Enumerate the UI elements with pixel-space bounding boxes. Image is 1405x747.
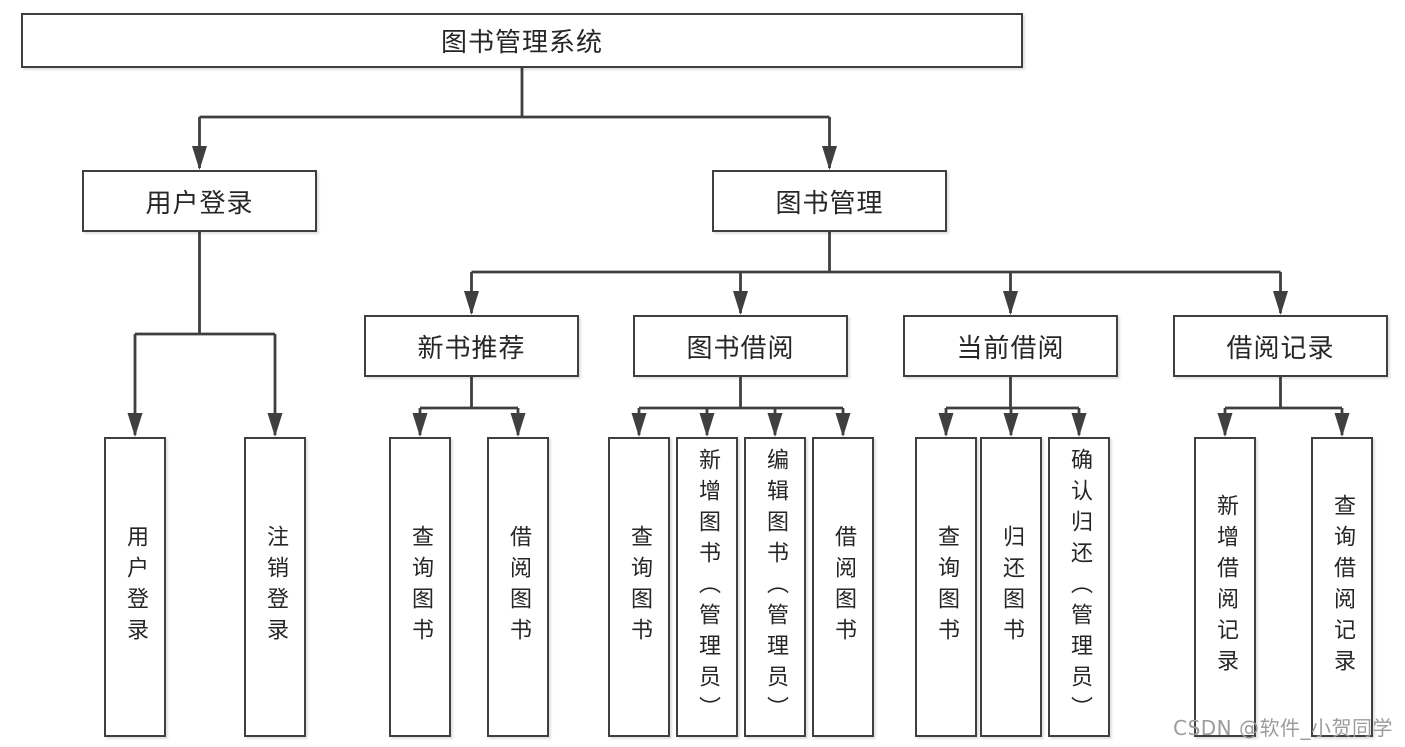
arrowhead-icon xyxy=(1273,291,1288,315)
arrowhead-icon xyxy=(1003,291,1018,315)
arrowhead-icon xyxy=(835,413,851,437)
connector-records-to-leaves xyxy=(1223,377,1344,435)
arrowhead-icon xyxy=(699,413,715,437)
arrowhead-icon xyxy=(1003,413,1019,437)
leaf-label: 查询借阅记录 xyxy=(1330,494,1355,680)
arrowhead-icon xyxy=(510,413,526,437)
leaf-edit-book-admin: 编辑图书（管理员） xyxy=(744,437,806,737)
leaf-label: 归还图书 xyxy=(999,525,1024,649)
arrowhead-icon xyxy=(192,146,207,170)
arrowhead-icon xyxy=(127,413,143,437)
arrowhead-icon xyxy=(733,291,748,315)
connector-book-borrow-to-leaves xyxy=(637,377,845,435)
leaf-borrow-book: 借阅图书 xyxy=(812,437,874,737)
arrowheads xyxy=(127,146,1350,437)
arrowhead-icon xyxy=(938,413,954,437)
arrowhead-icon xyxy=(412,413,428,437)
leaf-borrow-query-book: 查询图书 xyxy=(608,437,670,737)
arrowhead-icon xyxy=(631,413,647,437)
leaf-add-borrow-record: 新增借阅记录 xyxy=(1194,437,1256,737)
connector-root-to-level2 xyxy=(198,68,831,168)
arrowhead-icon xyxy=(822,146,837,170)
leaf-label: 查询图书 xyxy=(408,525,433,649)
leaf-label: 新增图书（管理员） xyxy=(695,447,720,727)
arrowhead-icon xyxy=(1071,413,1087,437)
node-library-management-system: 图书管理系统 xyxy=(21,13,1023,68)
leaf-label: 确认归还（管理员） xyxy=(1067,447,1092,727)
leaf-user-login: 用户登录 xyxy=(104,437,166,737)
leaf-label: 借阅图书 xyxy=(831,525,856,649)
connector-user-login-to-leaves xyxy=(133,232,277,435)
connector-book-management-to-level3 xyxy=(470,232,1282,313)
node-book-borrow: 图书借阅 xyxy=(633,315,848,377)
node-current-borrow: 当前借阅 xyxy=(903,315,1118,377)
leaf-label: 借阅图书 xyxy=(506,525,531,649)
leaf-label: 用户登录 xyxy=(123,525,148,649)
leaf-label: 查询图书 xyxy=(934,525,959,649)
arrowhead-icon xyxy=(267,413,283,437)
connector-recommend-to-leaves xyxy=(418,377,520,435)
leaf-current-query-book: 查询图书 xyxy=(915,437,977,737)
leaf-label: 查询图书 xyxy=(627,525,652,649)
leaf-label: 注销登录 xyxy=(263,525,288,649)
node-book-management: 图书管理 xyxy=(712,170,947,232)
node-new-book-recommend: 新书推荐 xyxy=(364,315,579,377)
leaf-label: 新增借阅记录 xyxy=(1213,494,1238,680)
leaf-logout: 注销登录 xyxy=(244,437,306,737)
leaf-confirm-return-admin: 确认归还（管理员） xyxy=(1048,437,1110,737)
csdn-watermark: CSDN @软件_小贺同学 xyxy=(1173,716,1393,740)
arrowhead-icon xyxy=(767,413,783,437)
arrowhead-icon xyxy=(464,291,479,315)
leaf-label: 编辑图书（管理员） xyxy=(763,447,788,727)
leaf-recommend-query-book: 查询图书 xyxy=(389,437,451,737)
arrowhead-icon xyxy=(1217,413,1233,437)
node-borrow-records: 借阅记录 xyxy=(1173,315,1388,377)
leaf-add-book-admin: 新增图书（管理员） xyxy=(676,437,738,737)
leaf-recommend-borrow-book: 借阅图书 xyxy=(487,437,549,737)
leaf-return-book: 归还图书 xyxy=(980,437,1042,737)
leaf-query-borrow-record: 查询借阅记录 xyxy=(1311,437,1373,737)
node-user-login: 用户登录 xyxy=(82,170,317,232)
arrowhead-icon xyxy=(1334,413,1350,437)
